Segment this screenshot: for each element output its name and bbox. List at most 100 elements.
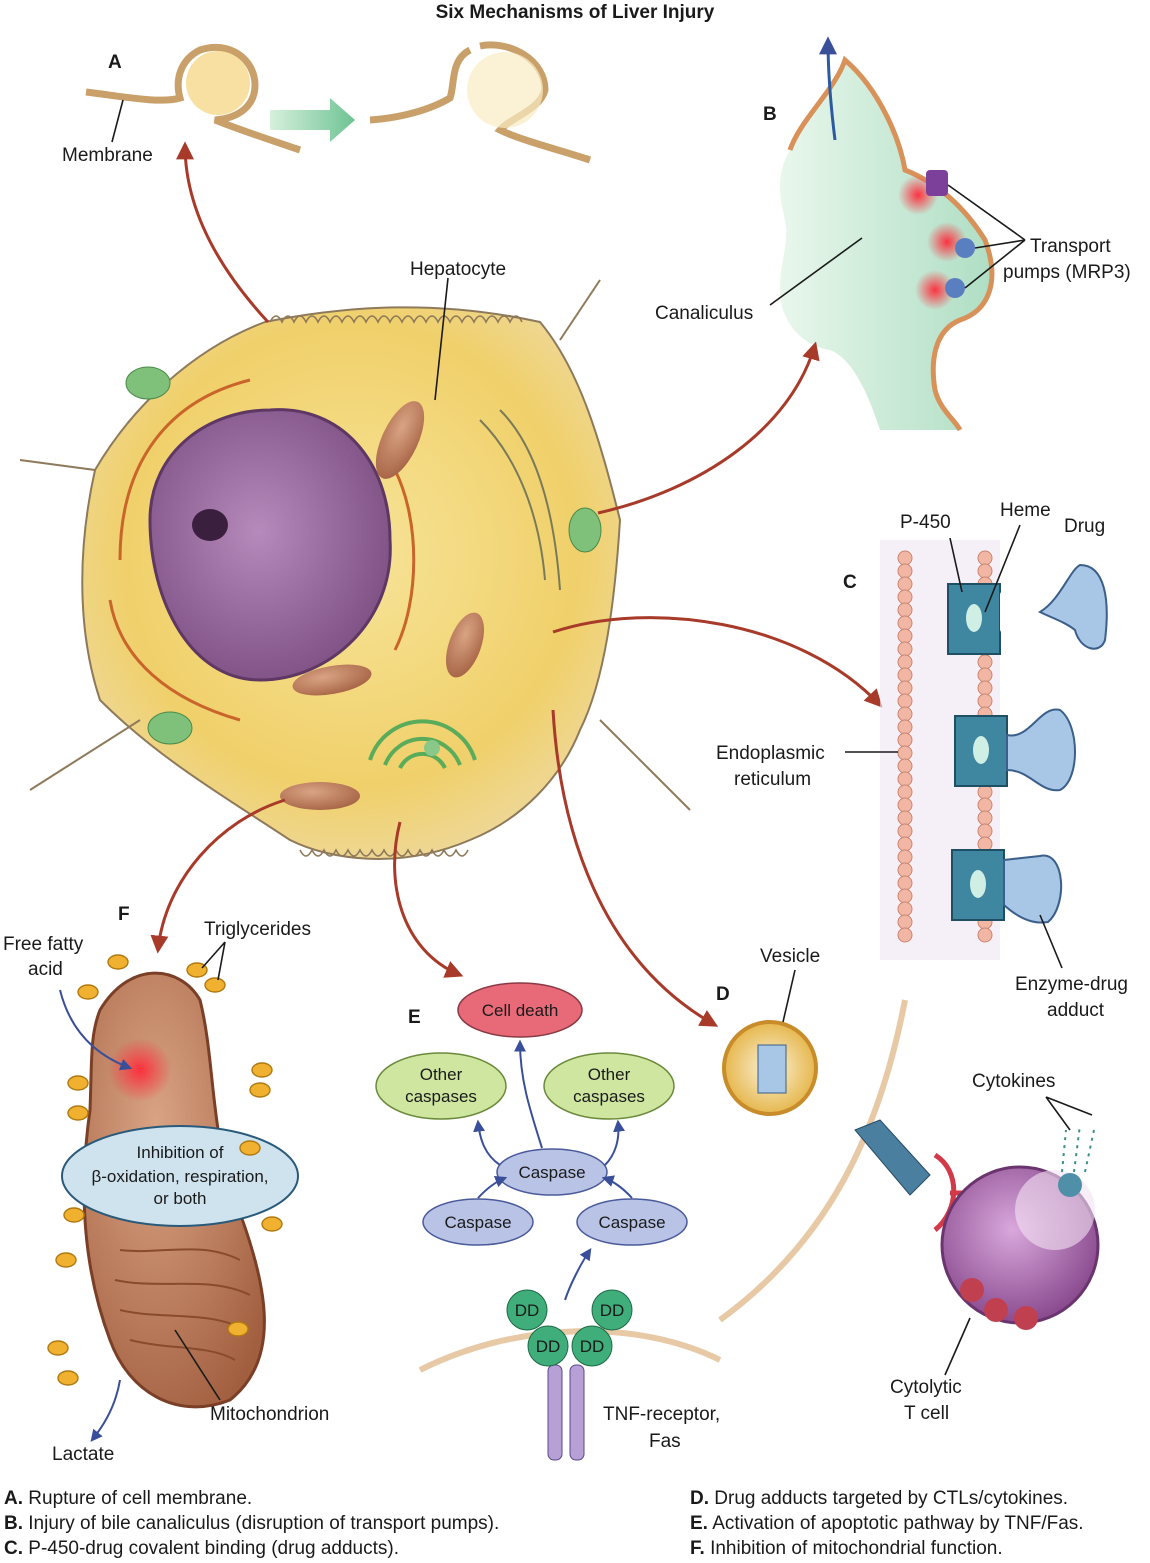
er-lipid-bead bbox=[897, 888, 913, 904]
tcell-label-1: Cytolytic bbox=[890, 1377, 962, 1398]
er-lipid-bead bbox=[977, 563, 993, 579]
granule-2 bbox=[984, 1298, 1008, 1322]
arrow-to-other-left bbox=[473, 1119, 501, 1166]
er-lipid-bead bbox=[897, 927, 913, 943]
transport-pump-2 bbox=[955, 238, 975, 258]
dd-1-label: DD bbox=[515, 1301, 540, 1320]
arrow-dd-to-caspase bbox=[564, 1248, 592, 1301]
cytokine-release bbox=[1061, 1124, 1095, 1173]
panel-f-letter: F bbox=[118, 904, 130, 925]
transport-pump-3 bbox=[945, 278, 965, 298]
arrow-left-to-center bbox=[477, 1175, 508, 1199]
junction-3 bbox=[147, 711, 193, 745]
cytokine-granule bbox=[1058, 1173, 1082, 1197]
cytokines-label: Cytokines bbox=[972, 1071, 1055, 1092]
receptor-label-1: TNF-receptor, bbox=[603, 1404, 720, 1425]
legend-item-d: D. Drug adducts targeted by CTLs/cytokin… bbox=[690, 1488, 1069, 1509]
cell-mitochondrion-3 bbox=[292, 664, 372, 696]
er-lipid-bead bbox=[897, 797, 913, 813]
er-lipid-bead bbox=[897, 719, 913, 735]
panel-e: E Cell death Other caspases Other caspas… bbox=[375, 982, 722, 1461]
triglycerides-leader bbox=[201, 941, 226, 981]
diagram-title: Six Mechanisms of Liver Injury bbox=[436, 2, 715, 23]
cell-surface-e bbox=[418, 1328, 722, 1373]
inhibition-l2: β-oxidation, respiration, bbox=[91, 1167, 268, 1186]
dd-4-label: DD bbox=[580, 1337, 605, 1356]
cell-mitochondrion-4 bbox=[280, 782, 360, 810]
legend-item-f: F. Inhibition of mitochondrial function. bbox=[690, 1538, 1003, 1559]
pumps-label-2: pumps (MRP3) bbox=[1003, 262, 1131, 283]
legend-item-e: E. Activation of apoptotic pathway by TN… bbox=[690, 1513, 1084, 1534]
canaliculus-membrane bbox=[787, 55, 995, 432]
er-lipid-bead bbox=[897, 823, 913, 839]
membrane-label: Membrane bbox=[62, 145, 153, 166]
er-lipid-bead bbox=[977, 654, 993, 670]
rough-er bbox=[108, 378, 416, 722]
hepatocyte-label: Hepatocyte bbox=[410, 259, 506, 280]
mitochondrion-leader bbox=[174, 1329, 221, 1401]
er-lipid-bead bbox=[897, 758, 913, 774]
panel-e-letter: E bbox=[408, 1007, 421, 1028]
nucleus bbox=[148, 408, 392, 682]
process-arrows bbox=[150, 141, 883, 1027]
adjacent-cell-borders bbox=[19, 279, 691, 811]
er-lipid-bead bbox=[897, 563, 913, 579]
cell-mitochondrion-2 bbox=[445, 612, 485, 678]
cell-mitochondrion-1 bbox=[375, 401, 425, 479]
arrow-to-b bbox=[597, 341, 820, 515]
triglycerides-label: Triglycerides bbox=[204, 919, 311, 940]
drug-binding bbox=[1006, 708, 1076, 792]
heme-3 bbox=[970, 870, 986, 898]
other-caspases-right-l1: Other bbox=[588, 1065, 631, 1084]
arrow-to-cell-death bbox=[514, 1039, 543, 1149]
ffa-label-2: acid bbox=[28, 959, 63, 980]
pumps-label-1: Transport bbox=[1030, 236, 1111, 257]
legend-item-c: C. P-450-drug covalent binding (drug add… bbox=[4, 1538, 400, 1559]
lipid-droplets bbox=[47, 954, 283, 1386]
other-caspases-left-l1: Other bbox=[420, 1065, 463, 1084]
tcell-label-2: T cell bbox=[904, 1403, 949, 1424]
er-lipid-bead bbox=[897, 875, 913, 891]
panel-d-letter: D bbox=[716, 984, 730, 1005]
caspase-right bbox=[576, 1198, 688, 1246]
er-lipid-bead bbox=[897, 680, 913, 696]
membrane-leader bbox=[111, 99, 124, 143]
inhibition-l3: or both bbox=[154, 1189, 207, 1208]
adduct-leader bbox=[1039, 914, 1063, 969]
pumps-leader bbox=[947, 184, 1026, 289]
inhibition-box bbox=[61, 1125, 299, 1227]
other-caspases-right-l2: caspases bbox=[573, 1087, 645, 1106]
panel-b: B Transport pumps (MRP3) Canaliculus bbox=[655, 36, 1131, 432]
canaliculus-leader bbox=[769, 237, 863, 306]
legend-left: A. Rupture of cell membrane. B. Injury o… bbox=[4, 1486, 499, 1561]
er-lipid-bead bbox=[977, 810, 993, 826]
adduct-label-1: Enzyme-drug bbox=[1015, 974, 1128, 995]
arrow-right-to-center bbox=[601, 1175, 633, 1199]
lactate-label: Lactate bbox=[52, 1444, 114, 1465]
dd-2 bbox=[591, 1289, 633, 1331]
er-lipid-bead bbox=[897, 615, 913, 631]
caspase-left bbox=[422, 1198, 534, 1246]
surface-adduct bbox=[854, 1119, 931, 1196]
er-lipid-bead bbox=[897, 667, 913, 683]
hepatocyte-leader bbox=[434, 277, 449, 401]
other-caspases-left bbox=[375, 1052, 507, 1120]
caspase-center-label: Caspase bbox=[518, 1163, 585, 1182]
drug-label: Drug bbox=[1064, 516, 1105, 537]
vesicle-leader bbox=[782, 969, 796, 1023]
er-label-2: reticulum bbox=[734, 769, 811, 790]
tcell-leader bbox=[944, 1317, 971, 1376]
vesicle-label: Vesicle bbox=[760, 946, 820, 967]
legend-right: D. Drug adducts targeted by CTLs/cytokin… bbox=[690, 1486, 1084, 1561]
arrow-to-e bbox=[393, 821, 464, 978]
arrow-to-c bbox=[552, 616, 883, 708]
er-lipid-bead bbox=[897, 771, 913, 787]
pump-disruption-3 bbox=[915, 270, 955, 310]
er-lipid-bead bbox=[977, 680, 993, 696]
leaking-content bbox=[467, 52, 543, 128]
inhibition-l1: Inhibition of bbox=[137, 1143, 224, 1162]
er-lipid-bead bbox=[897, 589, 913, 605]
mitochondrion-label: Mitochondrion bbox=[210, 1404, 329, 1425]
er-lipid-bead bbox=[897, 745, 913, 761]
